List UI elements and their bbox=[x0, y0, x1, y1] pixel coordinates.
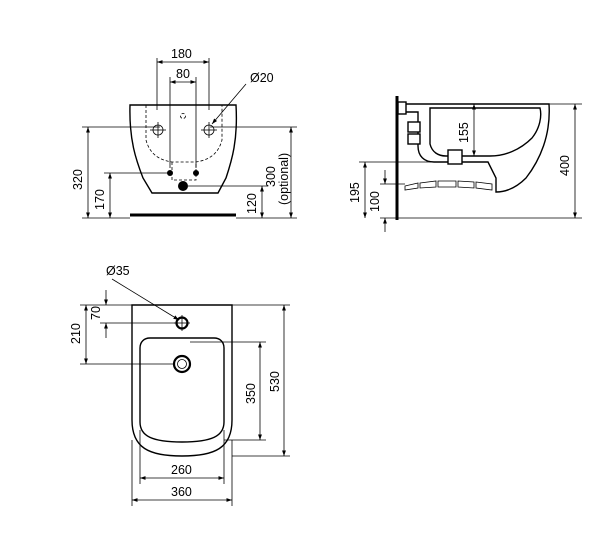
fixing-hole-left bbox=[150, 122, 166, 138]
tap-hole bbox=[174, 315, 190, 331]
dim-70: 70 bbox=[89, 306, 103, 320]
rear-fixing-top bbox=[407, 121, 421, 133]
dim-diameter-35: Ø35 bbox=[106, 264, 130, 278]
dim-80: 80 bbox=[176, 67, 190, 81]
waste-outlet bbox=[178, 181, 188, 191]
dim-530: 530 bbox=[268, 371, 282, 392]
top-basin-outline bbox=[139, 337, 225, 443]
top-view: Ø35 70 210 350 530 260 360 bbox=[69, 264, 290, 506]
dim-180: 180 bbox=[171, 47, 192, 61]
dim-210: 210 bbox=[69, 323, 83, 344]
dim-170: 170 bbox=[93, 189, 107, 210]
front-view: 180 80 Ø20 320 170 300 (optional) 120 bbox=[71, 47, 297, 219]
dim-400: 400 bbox=[558, 155, 572, 176]
front-bowl-hidden-line bbox=[145, 105, 223, 163]
dim-120: 120 bbox=[245, 193, 259, 214]
dim-300: 300 bbox=[264, 166, 278, 187]
dim-320: 320 bbox=[71, 169, 85, 190]
dim-195: 195 bbox=[348, 182, 362, 203]
dim-155: 155 bbox=[457, 122, 471, 143]
side-view: 155 400 195 100 bbox=[348, 96, 582, 232]
water-inlet-left bbox=[167, 170, 173, 176]
dim-100: 100 bbox=[368, 191, 382, 212]
water-inlet-right bbox=[193, 170, 199, 176]
rear-fixing-bottom bbox=[407, 133, 421, 145]
dim-optional-note: (optional) bbox=[277, 153, 291, 205]
front-bidet-outline bbox=[129, 104, 238, 194]
side-bowl-inner bbox=[429, 107, 542, 157]
dim-diameter-20: Ø20 bbox=[250, 71, 274, 85]
fixing-hole-right bbox=[201, 122, 217, 138]
dim-260: 260 bbox=[171, 463, 192, 477]
dim-350: 350 bbox=[244, 383, 258, 404]
dim-360: 360 bbox=[171, 485, 192, 499]
